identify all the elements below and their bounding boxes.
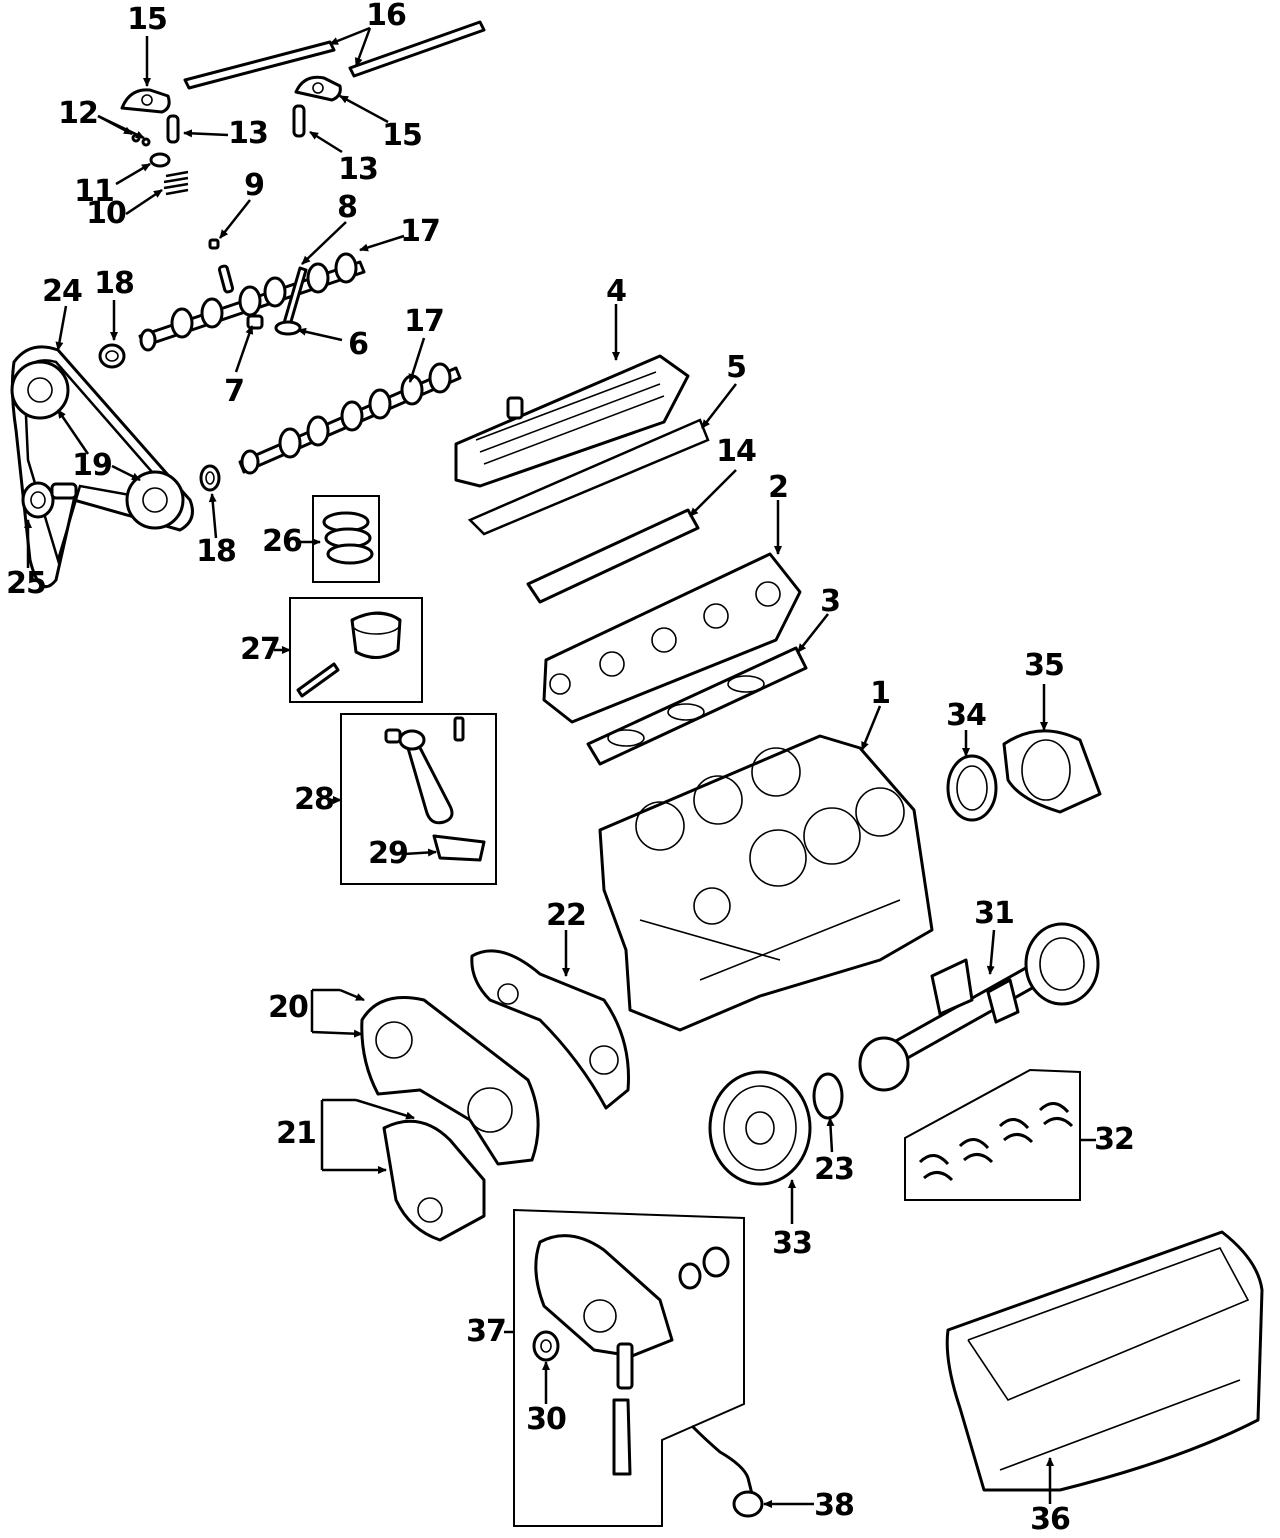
callout-27: 27 (240, 632, 281, 667)
valve-spring (163, 170, 189, 196)
callout-3: 3 (820, 584, 841, 619)
connecting-rod (384, 716, 486, 862)
callout-14: 14 (716, 434, 757, 469)
callout-38: 38 (814, 1488, 855, 1523)
main-bearings (918, 1102, 1074, 1182)
callout-1: 1 (870, 676, 891, 711)
belt-tensioner (21, 481, 78, 519)
valve-guide (217, 264, 264, 330)
callout-30: 30 (526, 1402, 567, 1437)
callout-18-lower: 18 (196, 534, 237, 569)
leader-lines (24, 26, 1096, 1508)
engine-block (598, 734, 934, 1032)
pushrods (183, 20, 486, 90)
lash-adjusters (166, 104, 306, 144)
piston (296, 611, 402, 698)
callout-22: 22 (546, 898, 587, 933)
intake-valve (274, 266, 308, 336)
callout-4: 4 (606, 274, 627, 309)
callout-7: 7 (224, 374, 245, 409)
callout-17-upper: 17 (400, 214, 441, 249)
callout-32: 32 (1094, 1122, 1135, 1157)
callout-13-right: 13 (338, 152, 379, 187)
valve-cover (454, 354, 690, 488)
callout-28: 28 (294, 782, 335, 817)
callout-25: 25 (6, 566, 47, 601)
callout-10: 10 (86, 196, 127, 231)
callout-15-left: 15 (127, 2, 168, 37)
callout-17-lower: 17 (404, 304, 445, 339)
callout-23: 23 (814, 1152, 855, 1187)
callout-21: 21 (276, 1116, 317, 1151)
head-gasket (586, 646, 808, 766)
callout-19: 19 (72, 448, 113, 483)
callout-18-upper: 18 (94, 266, 135, 301)
callout-9: 9 (244, 168, 265, 203)
camshaft-upper (138, 252, 366, 352)
rear-main-seal (946, 754, 998, 822)
oil-pump-seal (532, 1330, 560, 1362)
camshaft-sprocket-lower (125, 470, 185, 530)
timing-cover-upper (360, 996, 540, 1166)
callout-13-upper: 13 (228, 116, 269, 151)
cylinder-head (542, 552, 802, 724)
callout-12: 12 (58, 96, 99, 131)
callout-26: 26 (262, 524, 303, 559)
callout-2: 2 (768, 470, 789, 505)
valve-cover-gasket (467, 418, 710, 536)
callout-35: 35 (1024, 648, 1065, 683)
oil-pump (534, 1234, 730, 1476)
bearings-box (904, 1068, 1081, 1201)
crankshaft (858, 922, 1100, 1092)
crankshaft-sprocket (812, 1072, 844, 1120)
callout-33: 33 (772, 1226, 813, 1261)
camshaft-sprocket-upper (10, 360, 70, 420)
camshaft-seals (98, 343, 221, 492)
timing-cover-rear (470, 949, 630, 1110)
rocker-arm-right (294, 75, 342, 102)
camshaft-lower (238, 362, 462, 475)
crankshaft-pulley (708, 1070, 812, 1186)
valve-retainer (149, 152, 171, 168)
callout-15-right: 15 (382, 118, 423, 153)
callout-34: 34 (946, 698, 987, 733)
callout-11: 11 (74, 174, 115, 209)
timing-cover-lower (382, 1119, 486, 1242)
oil-pan (945, 1230, 1264, 1492)
oil-pump-box (513, 1208, 745, 1527)
callout-6: 6 (348, 327, 369, 362)
callout-31: 31 (974, 896, 1015, 931)
intake-gasket (526, 508, 700, 604)
callout-37: 37 (466, 1314, 507, 1349)
callout-16: 16 (366, 0, 407, 33)
callout-20: 20 (268, 990, 309, 1025)
rear-seal-retainer (1002, 729, 1102, 814)
piston-rings (322, 511, 374, 565)
valve-seal (208, 238, 220, 250)
callout-8: 8 (337, 190, 358, 225)
callout-36: 36 (1030, 1502, 1071, 1537)
oil-pickup-tube (690, 1424, 764, 1518)
callout-29: 29 (368, 836, 409, 871)
callout-5: 5 (726, 350, 747, 385)
rocker-arm-left (120, 88, 171, 114)
callout-24: 24 (42, 274, 83, 309)
